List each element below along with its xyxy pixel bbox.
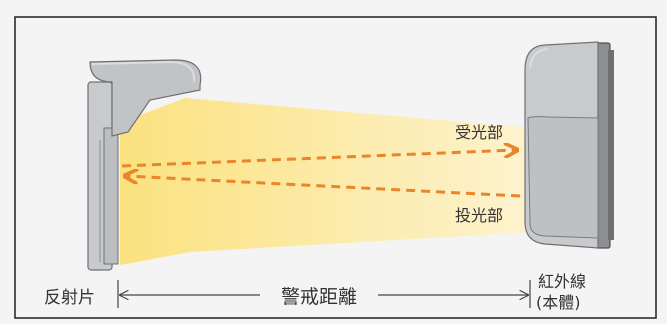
receiver-label: 受光部	[455, 123, 503, 142]
sensor-label-line1: 紅外線	[538, 272, 586, 291]
receive-beam-arrow	[121, 150, 516, 168]
reflector-label: 反射片	[44, 288, 95, 308]
distance-label: 警戒距離	[281, 286, 357, 308]
sensor-label-line2: (本體)	[536, 293, 581, 312]
infrared-sensor-device	[524, 41, 614, 249]
emitter-label: 投光部	[455, 206, 503, 225]
emit-beam-arrow	[126, 176, 521, 198]
light-beam	[120, 98, 535, 265]
reflector-device	[87, 59, 202, 271]
